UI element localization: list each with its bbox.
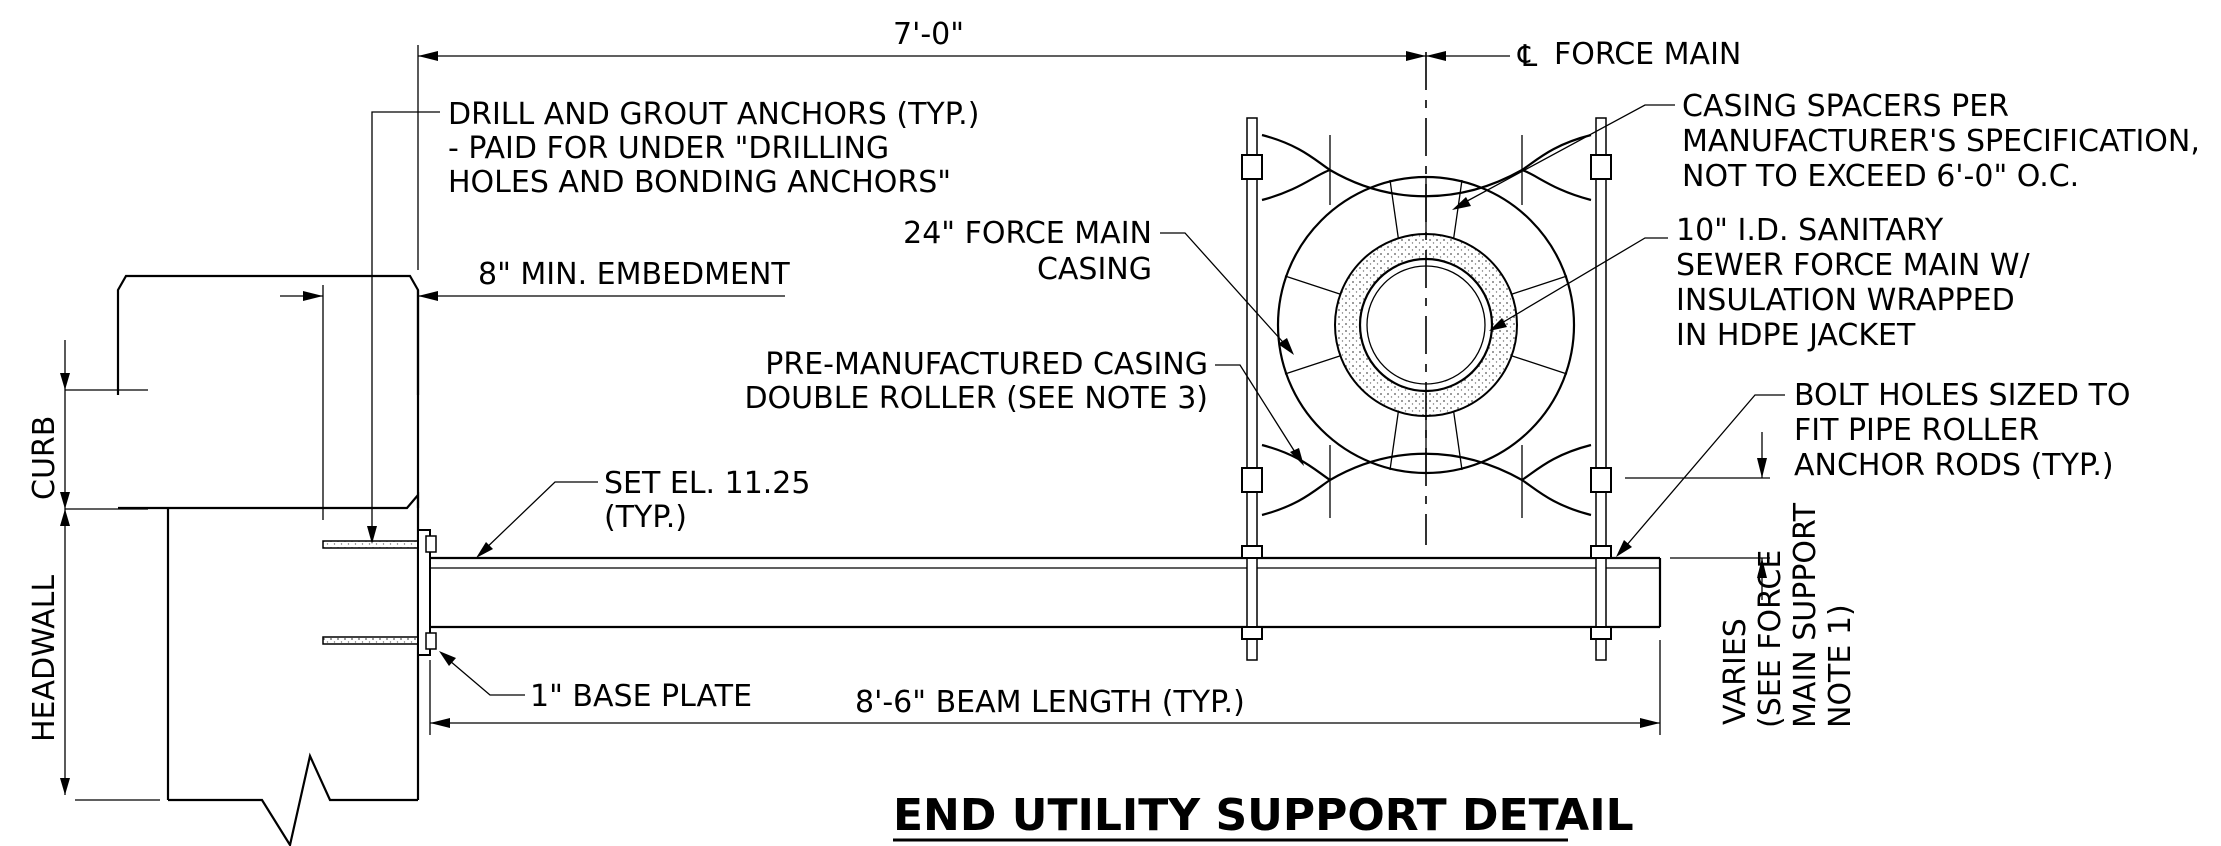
leader-lines xyxy=(367,104,1785,696)
roller-note-line: DOUBLE ROLLER (SEE NOTE 3) xyxy=(744,381,1208,416)
curb-headwall-dimension xyxy=(60,340,160,801)
support-beam xyxy=(430,556,1662,629)
spacers-note: CASING SPACERS PER MANUFACTURER'S SPECIF… xyxy=(1682,89,2200,194)
bolt-holes-note: BOLT HOLES SIZED TO FIT PIPE ROLLER ANCH… xyxy=(1794,378,2131,483)
bolt-holes-note-line: ANCHOR RODS (TYP.) xyxy=(1794,448,2114,483)
spacers-note-line: CASING SPACERS PER xyxy=(1682,89,2009,124)
sewer-note-line: IN HDPE JACKET xyxy=(1676,318,1916,353)
beam-length-dimension xyxy=(429,640,1661,735)
headwall-label: HEADWALL xyxy=(27,575,62,742)
varies-note-line: NOTE 1) xyxy=(1823,604,1858,728)
sewer-note-line: SEWER FORCE MAIN W/ xyxy=(1676,248,2031,283)
base-plate-note: 1" BASE PLATE xyxy=(530,679,752,714)
varies-dimension xyxy=(1625,432,1770,600)
varies-note: VARIES (SEE FORCE MAIN SUPPORT NOTE 1) xyxy=(1718,502,1858,728)
casing-note: 24" FORCE MAIN CASING xyxy=(903,216,1152,287)
anchors-note-line: DRILL AND GROUT ANCHORS (TYP.) xyxy=(448,97,979,132)
varies-note-line: (SEE FORCE xyxy=(1753,550,1788,728)
beam-length-label: 8'-6" BEAM LENGTH (TYP.) xyxy=(855,685,1245,720)
anchors-note-line: - PAID FOR UNDER "DRILLING xyxy=(448,131,889,166)
set-el-note: SET EL. 11.25 (TYP.) xyxy=(604,466,810,535)
sewer-note-line: INSULATION WRAPPED xyxy=(1676,283,2015,318)
sewer-note: 10" I.D. SANITARY SEWER FORCE MAIN W/ IN… xyxy=(1676,213,2031,353)
centerline-label: FORCE MAIN xyxy=(1554,37,1741,72)
curb-label: CURB xyxy=(27,416,62,500)
centerline-symbol: ℄ xyxy=(1517,39,1537,74)
set-el-note-line: SET EL. 11.25 xyxy=(604,466,810,501)
headwall-outline xyxy=(116,274,420,846)
varies-note-line: VARIES xyxy=(1718,618,1753,725)
anchors-note-line: HOLES AND BONDING ANCHORS" xyxy=(448,165,951,200)
sewer-note-line: 10" I.D. SANITARY xyxy=(1676,213,1944,248)
spacers-note-line: MANUFACTURER'S SPECIFICATION, xyxy=(1682,124,2200,159)
casing-note-line: 24" FORCE MAIN xyxy=(903,216,1152,251)
embedment-label: 8" MIN. EMBEDMENT xyxy=(478,257,790,292)
base-plate xyxy=(417,529,437,656)
roller-note: PRE-MANUFACTURED CASING DOUBLE ROLLER (S… xyxy=(744,347,1208,416)
varies-note-line: MAIN SUPPORT xyxy=(1788,502,1823,728)
bolt-holes-note-line: FIT PIPE ROLLER xyxy=(1794,413,2039,448)
top-span-label: 7'-0" xyxy=(893,17,964,52)
embedment-dimension xyxy=(280,285,785,520)
casing-double-roller xyxy=(1241,117,1612,661)
detail-title: END UTILITY SUPPORT DETAIL xyxy=(893,790,1634,841)
spacers-note-line: NOT TO EXCEED 6'-0" O.C. xyxy=(1682,159,2079,194)
anchor-rods xyxy=(322,540,432,645)
anchors-note: DRILL AND GROUT ANCHORS (TYP.) - PAID FO… xyxy=(448,97,979,200)
roller-note-line: PRE-MANUFACTURED CASING xyxy=(765,347,1208,382)
casing-note-line: CASING xyxy=(1037,252,1152,287)
top-span-dimension xyxy=(417,45,1510,270)
set-el-note-line: (TYP.) xyxy=(604,500,687,535)
bolt-holes-note-line: BOLT HOLES SIZED TO xyxy=(1794,378,2131,413)
